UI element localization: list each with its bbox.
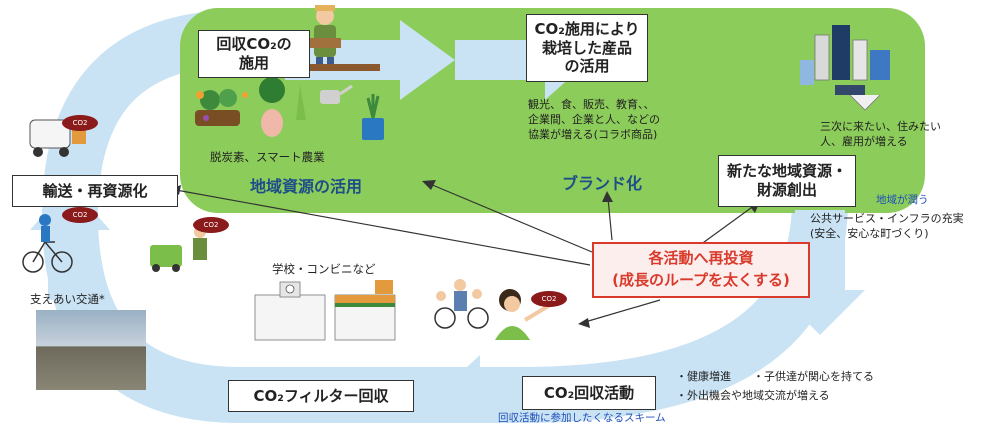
arrow-to-branding: [607, 197, 613, 241]
transport-recycle-box: 輸送・再資源化: [12, 175, 178, 207]
co2-products-box: CO₂施用により 栽培した産品 の活用: [526, 14, 648, 82]
potted-plant-illustration: [362, 94, 384, 140]
watering-can-illustration: [320, 84, 353, 104]
public-services-label: 公共サービス・インフラの充実 (安全、安心な町づくり): [810, 212, 964, 240]
scheme-label: 回収活動に参加したくなるスキーム: [498, 412, 666, 424]
arrow-to-transport: [175, 189, 591, 266]
tertiary-label: 三次に来たい、住みたい 人、雇用が増える: [820, 120, 941, 148]
field-row: [300, 64, 380, 71]
arrow-to-people: [584, 299, 661, 323]
co2-filter-box: CO₂フィルター回収: [228, 380, 414, 412]
tuk-tuk-illustration: [29, 119, 86, 157]
health-label: ・健康増進 ・子供達が関心を持てる: [676, 370, 874, 383]
loop-arrow-right: [775, 210, 865, 335]
local-resources-label: 地域資源の活用: [250, 177, 363, 196]
arrow-to-new-resources: [699, 204, 756, 246]
delivery-van-illustration: [150, 226, 207, 272]
new-resources-box: 新たな地域資源・ 財源創出: [718, 155, 856, 207]
co2-application-box: 回収CO₂の 施用: [198, 30, 310, 78]
tourism-collab-label: 観光、食、販売、教育、、 企業間、企業と人、などの 協業が増える(コラボ商品): [528, 98, 660, 141]
region-rich-label: 地域が潤う: [876, 194, 929, 206]
reinvest-box: 各活動へ再投資 (成長のループを太くする): [592, 242, 810, 298]
outing-label: ・外出機会や地域交流が増える: [676, 389, 830, 402]
co2-badge: CO2: [62, 115, 98, 131]
co2-collection-box: CO₂回収活動: [522, 376, 656, 410]
arrow-to-local-resources: [429, 183, 593, 253]
woman-illustration: [495, 289, 552, 340]
mutual-transport-label: 支えあい交通*: [30, 292, 105, 306]
co2-badge: CO2: [531, 291, 567, 307]
city-illustration: [800, 25, 890, 111]
branding-label: ブランド化: [562, 174, 643, 193]
school-illustration: [254, 281, 326, 341]
decarbon-label: 脱炭素、スマート農業: [210, 150, 325, 164]
convenience-store-illustration: [334, 280, 396, 341]
loop-arrow-bottom: [440, 355, 520, 420]
co2-badge: CO2: [193, 217, 229, 233]
mutual-transport-photo: [36, 310, 146, 390]
bicycle-illustration: [22, 214, 73, 273]
school-store-label: 学校・コンビニなど: [272, 262, 376, 276]
family-bicycle-illustration: [434, 279, 489, 329]
co2-badge: CO2: [62, 207, 98, 223]
crops-illustration: [195, 77, 306, 137]
